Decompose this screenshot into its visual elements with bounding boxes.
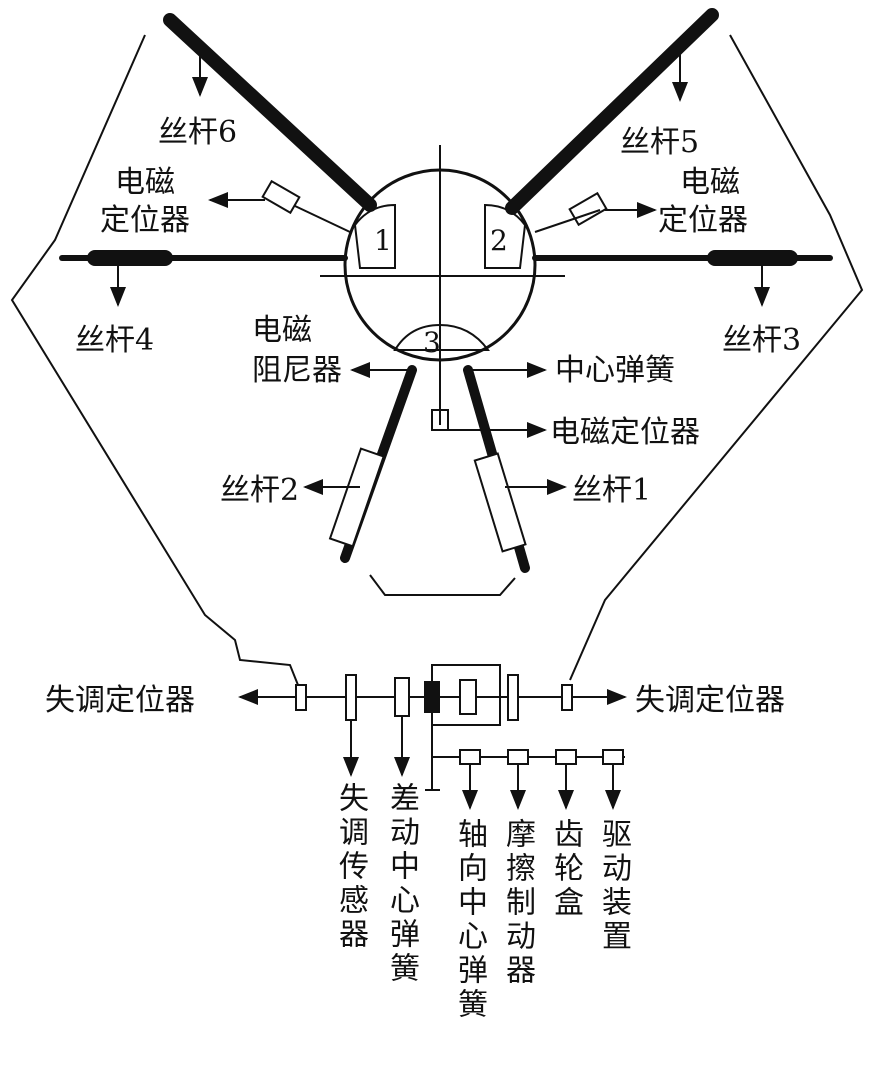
center-hub <box>343 168 537 362</box>
label-screw6: 丝杆6 <box>158 115 237 150</box>
label-detune-locator-left: 失调定位器 <box>45 683 195 718</box>
sector-3-label: 3 <box>423 326 441 359</box>
label-diff-center-spring: 差动中心弹簧 <box>384 782 419 986</box>
detune-locator-right-box <box>561 684 573 711</box>
label-detune-sensor: 失调传感器 <box>333 782 368 952</box>
label-screw2: 丝杆2 <box>220 473 299 508</box>
sector-2-label: 2 <box>490 224 508 257</box>
label-center-spring: 中心弹簧 <box>555 353 675 388</box>
label-screw4: 丝杆4 <box>75 323 154 358</box>
label-em-locator-right-1: 电磁 <box>680 165 740 200</box>
label-em-locator-left-1: 电磁 <box>115 165 175 200</box>
left-em-locator <box>261 179 301 215</box>
label-screw1: 丝杆1 <box>572 473 651 508</box>
sector-1-label: 1 <box>374 224 392 257</box>
label-screw5: 丝杆5 <box>620 125 699 160</box>
detune-locator-left-box <box>295 684 307 711</box>
screw-1-sleeve <box>473 452 527 553</box>
lead-screws <box>59 8 833 573</box>
label-screw3: 丝杆3 <box>722 323 801 358</box>
label-em-damper-2: 阻尼器 <box>252 353 342 388</box>
right-em-locator <box>568 191 608 227</box>
screw-5 <box>505 8 719 215</box>
label-gearbox: 齿轮盒 <box>548 818 583 920</box>
callout-arrows <box>110 52 770 810</box>
frame-lines <box>10 34 864 691</box>
drive-train <box>270 664 625 791</box>
diff-spring-box <box>394 677 410 717</box>
label-detune-locator-right: 失调定位器 <box>635 683 785 718</box>
label-friction-brake: 摩擦制动器 <box>500 818 535 988</box>
label-em-locator-bottom: 电磁定位器 <box>550 415 700 450</box>
label-em-locator-left-2: 定位器 <box>100 203 190 238</box>
label-em-locator-right-2: 定位器 <box>658 203 748 238</box>
screw-6 <box>163 13 377 212</box>
detune-sensor-box <box>345 674 357 721</box>
label-axial-center-spring: 轴向中心弹簧 <box>452 818 487 1022</box>
label-drive-unit: 驱动装置 <box>596 818 631 954</box>
label-em-damper-1: 电磁 <box>252 313 312 348</box>
screw-2-sleeve <box>328 447 385 548</box>
